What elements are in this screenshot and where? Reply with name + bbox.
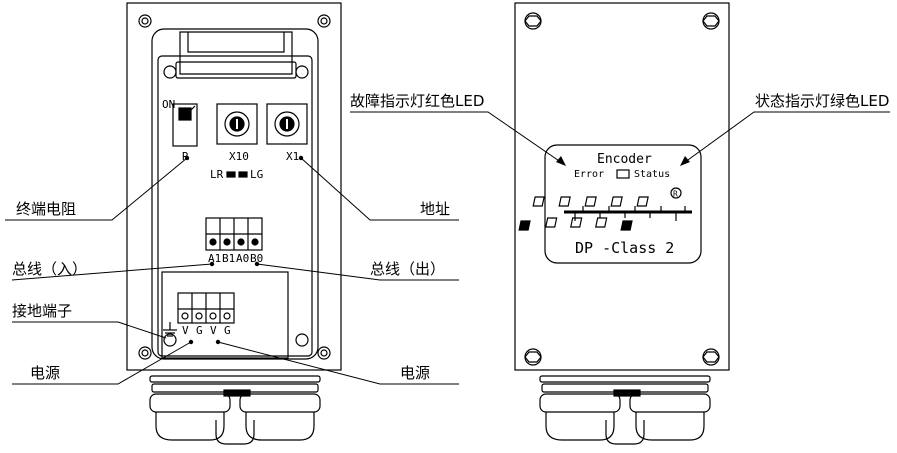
front-housing [126,2,342,371]
arrowhead-icon [556,156,690,166]
fault-led-label: 故障指示灯红色LED [350,92,484,110]
rotary-x10-label: X10 [229,150,249,163]
led-red-icon [226,171,236,178]
leader-dots [184,155,304,345]
leader-lines-back [350,111,890,166]
power-pin-label: V [182,324,189,337]
power-terminal-block [177,292,235,324]
label-bottom: DP -Class 2 [575,239,674,257]
bus-pin-label: B1 [222,252,235,265]
address-label: 地址 [420,200,450,218]
termination-resistor-label: 终端电阻 [16,200,76,218]
bus-pin-label: B0 [250,252,263,265]
power-pin-labels: V G V G [182,324,231,337]
led-lg-label: LG [250,168,263,181]
ground-icon [163,322,177,337]
status-led-label: 状态指示灯绿色LED [755,92,889,110]
encoder-label-plate [544,144,702,264]
switch-on-label: ON [162,98,175,111]
power-pin-label: G [196,324,203,337]
bus-in-label: 总线（入） [12,260,87,278]
registered-mark: R [673,190,678,199]
label-title: Encoder [597,152,652,167]
cable-gland-icon [149,375,321,445]
led-green-icon [238,171,248,178]
led-lr-label: LR [210,168,224,181]
bus-out-label: 总线（出） [370,260,445,278]
rotary-switch-x1[interactable] [266,103,308,145]
inner-panel [151,28,319,360]
bus-pin-label: A1 [208,252,221,265]
back-housing [514,2,730,371]
cable-gland-icon [539,375,711,445]
bus-terminal-block [205,217,263,251]
error-led-window [616,169,630,179]
bus-pin-labels: A1 B1 A0 B0 [208,252,263,265]
power-pin-label: V [210,324,217,337]
profibus-logo-icon [518,187,692,231]
label-status: Status [634,169,670,180]
rotary-switch-x10[interactable] [216,103,258,145]
termination-switch[interactable] [172,103,198,147]
corner-screw-icon [138,14,331,360]
front-view [126,2,342,445]
leader-lines-front [5,157,459,385]
bus-pin-label: A0 [236,252,249,265]
power-label-left: 电源 [30,364,60,382]
back-view [514,2,730,445]
label-error: Error [574,169,604,180]
hex-screw-icon [524,12,720,366]
power-label-right: 电源 [400,364,430,382]
ground-terminal-label: 接地端子 [12,302,72,320]
power-pin-label: G [224,324,231,337]
rotary-x1-label: X1 [286,150,299,163]
